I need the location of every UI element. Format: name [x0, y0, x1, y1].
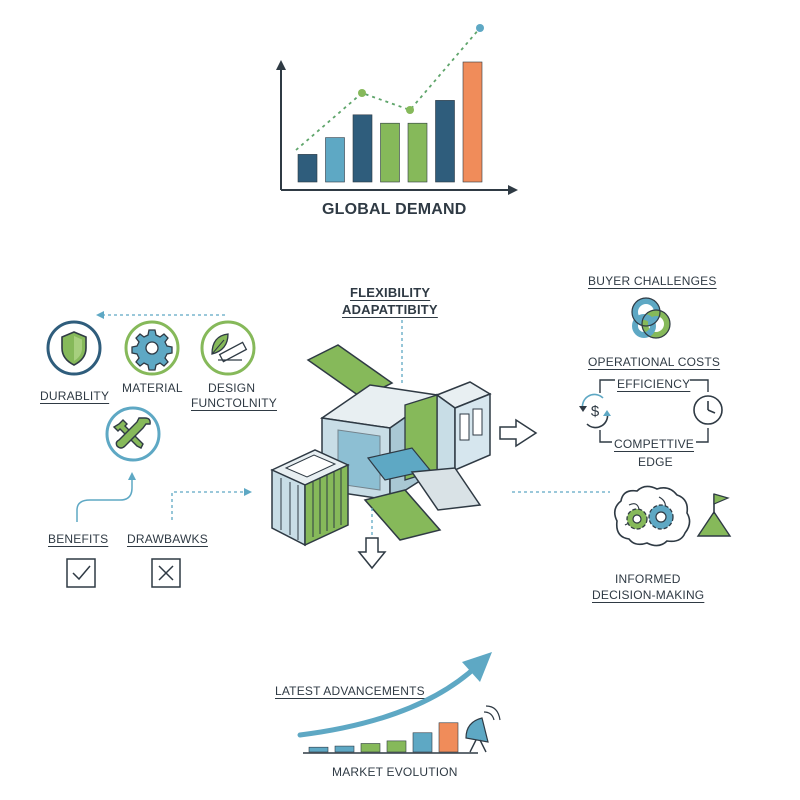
benefits-label: BENEFITS — [48, 532, 109, 546]
market-bar — [386, 740, 407, 753]
brain-gear-right — [648, 504, 674, 530]
front-container — [270, 449, 350, 547]
market-bar — [412, 732, 433, 753]
demand-bar — [380, 122, 400, 183]
demand-trend-line — [295, 24, 484, 151]
buyer-challenges-label: BUYER CHALLENGES — [588, 274, 717, 288]
flexibility-label: FLEXIBILITY — [350, 285, 431, 300]
demand-bar — [325, 137, 345, 183]
latest-advancements-label: LATEST ADVANCEMENTS — [275, 684, 425, 698]
durability-label: DURABLITY — [40, 389, 110, 403]
flag-mountain-icon — [696, 493, 732, 537]
demand-bar — [297, 154, 318, 183]
design-label: DESIGN — [208, 381, 256, 395]
market-bar — [334, 745, 355, 753]
demand-bar — [435, 100, 455, 183]
brain-gears-icon — [613, 485, 691, 547]
gear-icon — [124, 320, 180, 376]
wrench-screwdriver-icon — [105, 406, 161, 462]
market-bar — [360, 743, 381, 753]
green-ramp-front — [363, 489, 442, 541]
checkmark-box-icon — [66, 558, 96, 588]
dollar-cycle-icon: $ — [579, 393, 611, 429]
svg-text:$: $ — [591, 403, 600, 420]
x-box-icon — [151, 558, 181, 588]
market-evolution-label: MARKET EVOLUTION — [332, 765, 458, 779]
market-bar — [308, 746, 329, 753]
satellite-dish-icon — [465, 705, 501, 753]
leaf-ruler-icon — [200, 320, 256, 376]
clock-icon — [693, 395, 723, 425]
informed-label: INFORMED — [615, 572, 681, 586]
functionality-label: FUNCTOLNITY — [191, 396, 277, 410]
market-bar — [438, 722, 459, 753]
operational-costs-label: OPERATIONAL COSTS — [588, 355, 721, 369]
down-arrow-icon — [357, 537, 387, 570]
efficiency-label: EFFICIENCY — [617, 377, 691, 391]
material-label: MATERIAL — [122, 381, 183, 395]
brain-gear-left — [626, 508, 648, 530]
adaptability-label: ADAPATTIBITY — [342, 302, 438, 317]
knot-icon — [631, 297, 671, 339]
demand-bar — [352, 114, 373, 183]
demand-bar — [407, 122, 428, 183]
demand-bar — [462, 61, 483, 183]
drawbacks-label: DRAWBAWKS — [127, 532, 208, 546]
right-arrow-icon — [499, 418, 538, 448]
trend-point — [406, 106, 414, 114]
trend-point — [358, 89, 366, 97]
right-container — [435, 381, 492, 472]
trend-point — [476, 24, 484, 32]
edge-label: EDGE — [638, 455, 673, 469]
gray-ramp — [410, 467, 482, 511]
global-demand-axes — [276, 60, 518, 195]
competitive-label: COMPETTIVE — [614, 437, 695, 451]
growth-curve-arrow — [297, 662, 481, 738]
shield-icon — [46, 320, 102, 376]
global-demand-title: GLOBAL DEMAND — [322, 201, 467, 218]
decision-making-label: DECISION-MAKING — [592, 588, 705, 602]
